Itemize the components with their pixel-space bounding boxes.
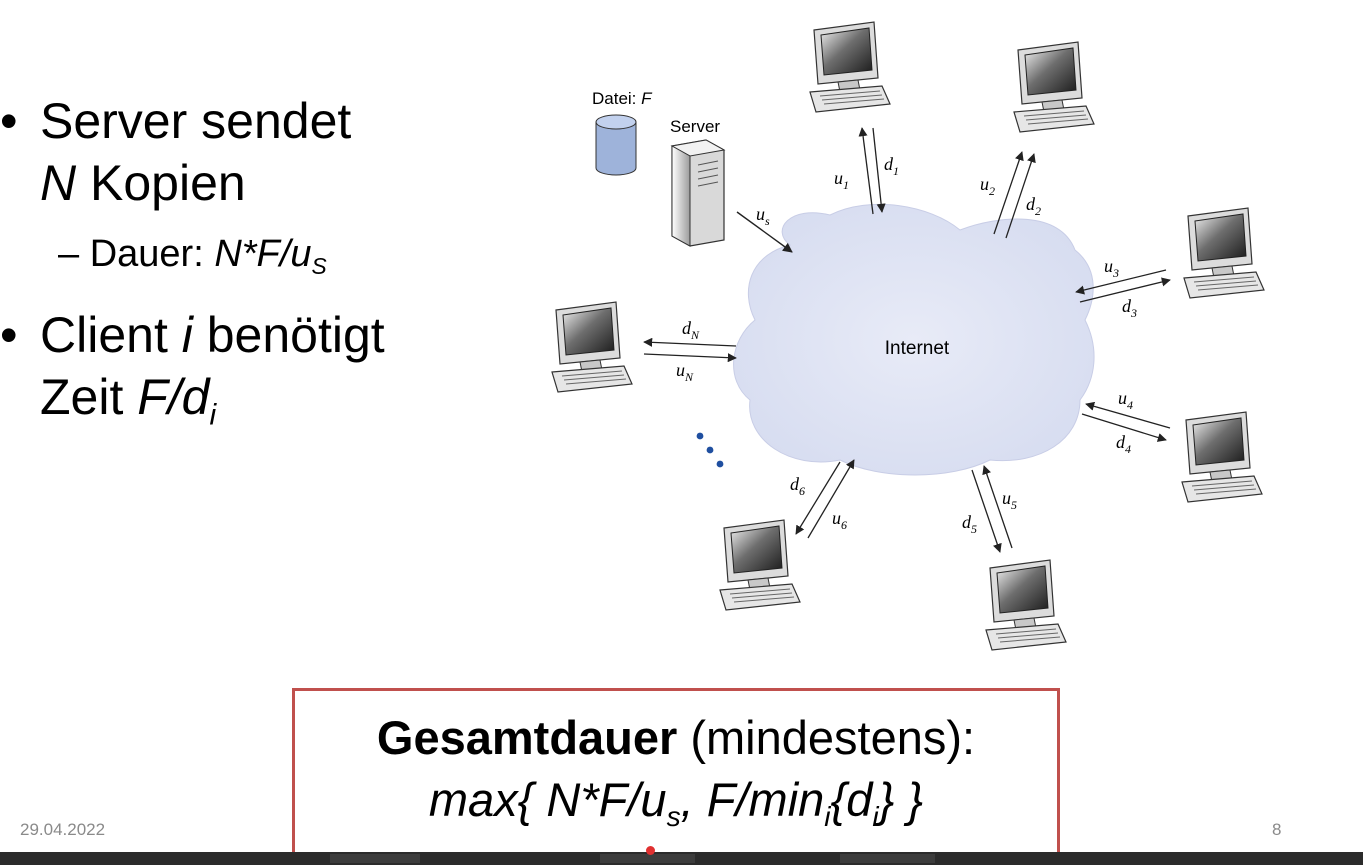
- bullet-dot: •: [0, 306, 18, 363]
- bullet-text: Zeit: [40, 368, 138, 425]
- bullet-dot: •: [0, 93, 18, 149]
- taskbar-segment[interactable]: [600, 854, 695, 863]
- client-computer-icon: [551, 301, 633, 393]
- internet-cloud: [733, 203, 1095, 476]
- svg-text:d3: d3: [1122, 296, 1137, 320]
- client-computer-icon: [1183, 207, 1265, 299]
- sub-bullet-duration: – Dauer: N*F/uS: [0, 226, 520, 294]
- client-computer-icon: [809, 21, 891, 113]
- server-label: Server: [670, 117, 720, 136]
- file-label: Datei: F: [592, 89, 653, 108]
- client-computer-icon: [719, 519, 801, 611]
- svg-text:u6: u6: [832, 508, 847, 532]
- bullet-text: benötigt: [192, 306, 385, 363]
- server-icon: [670, 139, 726, 247]
- file-database-icon: [595, 114, 637, 176]
- footer-date: 29.04.2022: [20, 820, 106, 839]
- bullet-var-n: N: [40, 155, 77, 211]
- svg-text:u4: u4: [1118, 388, 1133, 412]
- total-duration-box: Gesamtdauer (mindestens): max{ N*F/us, F…: [292, 688, 1060, 858]
- svg-text:d2: d2: [1026, 194, 1041, 218]
- link-6: d6 u6: [790, 459, 855, 539]
- link-3: u3 d3: [1075, 256, 1171, 320]
- taskbar-segment[interactable]: [330, 854, 420, 863]
- bullet-var-i: i: [181, 306, 193, 363]
- link-4: u4 d4: [1081, 388, 1171, 456]
- sub-formula: N*F/uS: [214, 233, 327, 279]
- bullet-list: • Server sendet N Kopien – Dauer: N*F/uS…: [0, 90, 520, 446]
- svg-text:u3: u3: [1104, 256, 1119, 280]
- link-n: dN uN: [643, 318, 737, 384]
- link-5: u5 d5: [962, 465, 1017, 553]
- internet-label: Internet: [885, 338, 950, 359]
- viewer-taskbar[interactable]: [0, 852, 1363, 865]
- svg-text:uN: uN: [676, 360, 694, 384]
- link-label-us: us: [756, 204, 770, 228]
- link-2: u2 d2: [980, 151, 1041, 239]
- svg-text:dN: dN: [682, 318, 700, 342]
- server-upload-arrow: [736, 211, 793, 253]
- sub-label: – Dauer:: [58, 233, 215, 275]
- svg-text:u2: u2: [980, 174, 995, 198]
- bullet-formula: F/di: [137, 368, 217, 432]
- bullet-text: Server sendet: [40, 93, 352, 149]
- page-number: 8: [1272, 820, 1282, 839]
- svg-text:u5: u5: [1002, 488, 1017, 512]
- bullet-server-sends: • Server sendet N Kopien: [0, 90, 520, 214]
- svg-text:d5: d5: [962, 512, 977, 536]
- bullet-text: Client: [40, 306, 182, 363]
- link-1: u1 d1: [834, 127, 899, 215]
- more-clients-ellipsis-icon: [696, 432, 724, 468]
- client-server-diagram: Internet Datei: F Server us: [551, 21, 1265, 651]
- client-computer-icon: [1181, 411, 1263, 503]
- total-duration-formula: max{ N*F/us, F/mini{di} }: [428, 773, 924, 832]
- bullet-text: Kopien: [76, 155, 246, 211]
- svg-text:u1: u1: [834, 168, 849, 192]
- recording-indicator-icon: [646, 846, 655, 855]
- client-computer-icon: [1013, 41, 1095, 133]
- client-computer-icon: [985, 559, 1067, 651]
- bullet-client-needs: • Client i benötigt Zeit F/di: [0, 304, 520, 447]
- svg-text:d1: d1: [884, 154, 899, 178]
- total-duration-title: Gesamtdauer (mindestens):: [376, 711, 976, 764]
- svg-text:d4: d4: [1116, 432, 1131, 456]
- taskbar-segment[interactable]: [840, 854, 935, 863]
- svg-text:d6: d6: [790, 474, 805, 498]
